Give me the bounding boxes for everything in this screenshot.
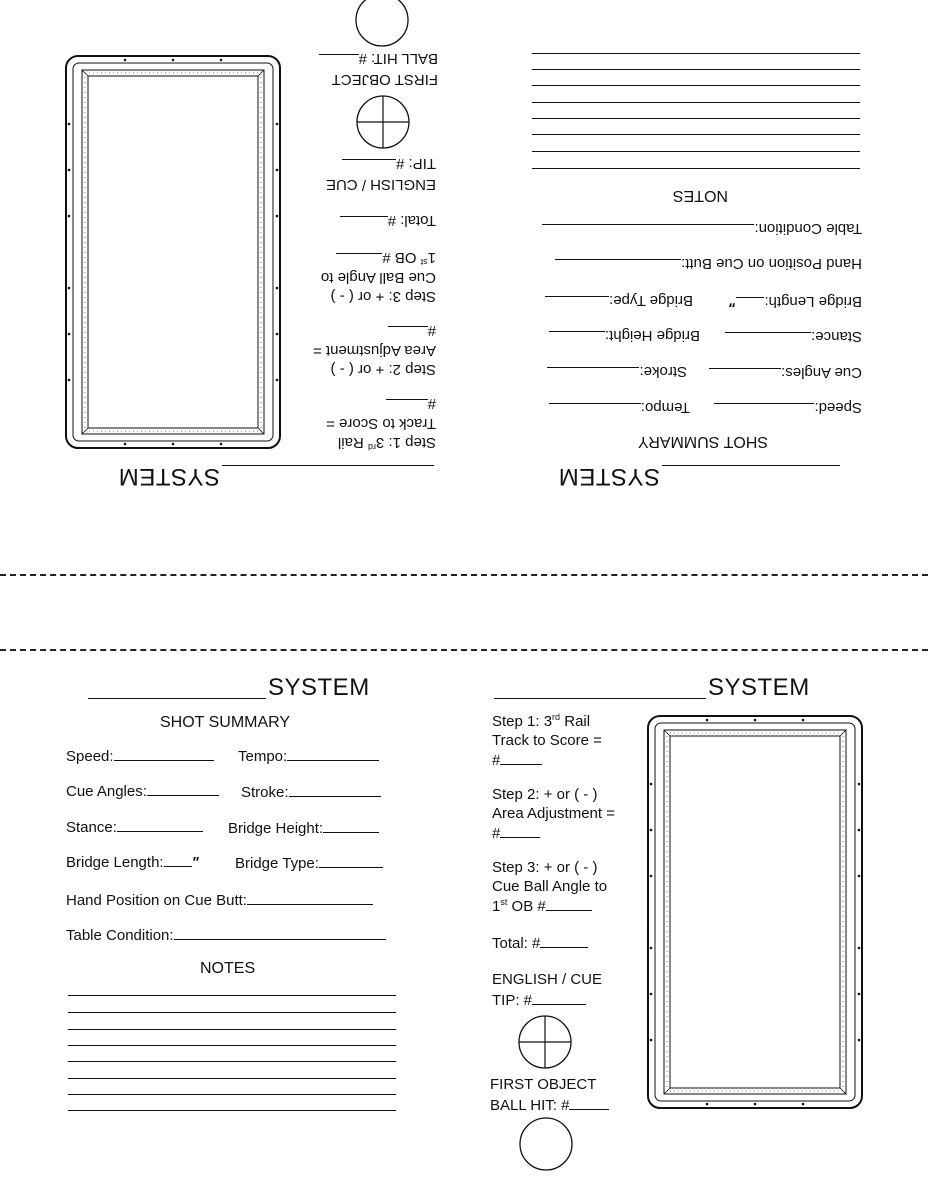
- english-field[interactable]: TIP: #: [492, 990, 587, 1009]
- step3-line2: Cue Ball Angle to: [492, 878, 608, 895]
- step3-line1: Step 3: + or ( - ): [330, 288, 436, 305]
- step1-line1: Step 1: 3rd Rail: [337, 434, 436, 452]
- hand-position-field[interactable]: Hand Position on Cue Butt:: [66, 890, 373, 909]
- speed-field[interactable]: Speed:: [714, 399, 862, 418]
- first-object-field[interactable]: BALL HIT: #: [490, 1095, 610, 1114]
- system-name-line[interactable]: [222, 465, 434, 466]
- pool-table-diagram[interactable]: [64, 54, 282, 450]
- first-object-field[interactable]: BALL HIT: #: [318, 50, 438, 69]
- notes-line[interactable]: [68, 995, 396, 996]
- notes-line[interactable]: [68, 1094, 396, 1095]
- cue-angles-field[interactable]: Cue Angles:: [709, 364, 862, 383]
- stance-field[interactable]: Stance:: [66, 817, 203, 836]
- notes-line[interactable]: [532, 151, 860, 152]
- notes-line[interactable]: [532, 69, 860, 70]
- step3-line2: Cue Ball Angle to: [320, 269, 436, 286]
- bridge-length-field[interactable]: Bridge Length:": [66, 854, 199, 871]
- system-name-line[interactable]: [662, 465, 840, 466]
- table-condition-field[interactable]: Table Condition:: [66, 925, 386, 944]
- bridge-height-field[interactable]: Bridge Height:: [228, 818, 380, 837]
- notes-line[interactable]: [68, 1029, 396, 1030]
- notes-line[interactable]: [532, 102, 860, 103]
- system-title: SYSTEM: [708, 674, 810, 701]
- step2-field[interactable]: #: [492, 823, 541, 842]
- notes-line[interactable]: [68, 1012, 396, 1013]
- step3-line1: Step 3: + or ( - ): [492, 859, 598, 876]
- hand-position-field[interactable]: Hand Position on Cue Butt:: [555, 255, 862, 274]
- english-field[interactable]: TIP: #: [341, 155, 436, 174]
- tempo-field[interactable]: Tempo:: [548, 399, 690, 418]
- step3-field[interactable]: 1st OB #: [336, 249, 436, 268]
- english-line1: ENGLISH / CUE: [325, 176, 436, 193]
- cue-angles-field[interactable]: Cue Angles:: [66, 781, 219, 800]
- step2-field[interactable]: #: [387, 322, 436, 341]
- bridge-type-field[interactable]: Bridge Type:: [545, 292, 693, 311]
- notes-line[interactable]: [68, 1078, 396, 1079]
- cut-line: [0, 574, 928, 576]
- system-title: SYSTEM: [558, 463, 660, 490]
- notes-line[interactable]: [68, 1061, 396, 1062]
- total-field[interactable]: Total: #: [339, 212, 436, 231]
- notes-line[interactable]: [532, 85, 860, 86]
- step1-line2: Track to Score =: [326, 415, 436, 432]
- step1-line2: Track to Score =: [492, 732, 602, 749]
- stance-field[interactable]: Stance:: [725, 328, 862, 347]
- speed-field[interactable]: Speed:: [66, 746, 214, 765]
- step2-line1: Step 2: + or ( - ): [492, 786, 598, 803]
- step2-line2: Area Adjustment =: [313, 342, 436, 359]
- notes-heading: NOTES: [672, 187, 728, 204]
- first-object-line1: FIRST OBJECT: [331, 71, 438, 88]
- notes-line[interactable]: [532, 168, 860, 169]
- notes-line[interactable]: [68, 1110, 396, 1111]
- system-title: SYSTEM: [268, 674, 370, 701]
- card-rotated: SYSTEM SHOT SUMMARY Speed: Tempo: Cue An…: [0, 0, 928, 524]
- cue-tip-crosshair-icon[interactable]: [516, 1014, 574, 1070]
- notes-line[interactable]: [532, 53, 860, 54]
- system-name-line[interactable]: [88, 698, 266, 699]
- step2-line2: Area Adjustment =: [492, 805, 615, 822]
- stroke-field[interactable]: Stroke:: [241, 782, 381, 801]
- step2-line1: Step 2: + or ( - ): [330, 361, 436, 378]
- bridge-type-field[interactable]: Bridge Type:: [235, 853, 383, 872]
- step3-field[interactable]: 1st OB #: [492, 896, 592, 915]
- stroke-field[interactable]: Stroke:: [547, 363, 687, 382]
- system-title: SYSTEM: [118, 463, 220, 490]
- pool-table-diagram[interactable]: [646, 714, 864, 1110]
- cut-line: [0, 649, 928, 651]
- notes-heading: NOTES: [200, 960, 256, 977]
- bridge-height-field[interactable]: Bridge Height:: [548, 327, 700, 346]
- object-ball-circle-icon[interactable]: [354, 0, 410, 48]
- bridge-length-field[interactable]: Bridge Length:": [729, 293, 862, 312]
- card-upright: SYSTEM SHOT SUMMARY Speed: Tempo: Cue An…: [0, 640, 928, 1200]
- step1-line1: Step 1: 3rd Rail: [492, 712, 591, 730]
- shot-summary-heading: SHOT SUMMARY: [160, 714, 291, 731]
- step1-field[interactable]: #: [492, 750, 543, 769]
- total-field[interactable]: Total: #: [492, 933, 589, 952]
- english-line1: ENGLISH / CUE: [492, 971, 603, 988]
- notes-line[interactable]: [68, 1045, 396, 1046]
- object-ball-circle-icon[interactable]: [518, 1116, 574, 1172]
- notes-line[interactable]: [532, 134, 860, 135]
- first-object-line1: FIRST OBJECT: [490, 1076, 597, 1093]
- step1-field[interactable]: #: [385, 395, 436, 414]
- tempo-field[interactable]: Tempo:: [238, 746, 380, 765]
- notes-line[interactable]: [532, 118, 860, 119]
- system-name-line[interactable]: [494, 698, 706, 699]
- cue-tip-crosshair-icon[interactable]: [354, 94, 412, 150]
- shot-summary-heading: SHOT SUMMARY: [637, 433, 768, 450]
- table-condition-field[interactable]: Table Condition:: [542, 220, 862, 239]
